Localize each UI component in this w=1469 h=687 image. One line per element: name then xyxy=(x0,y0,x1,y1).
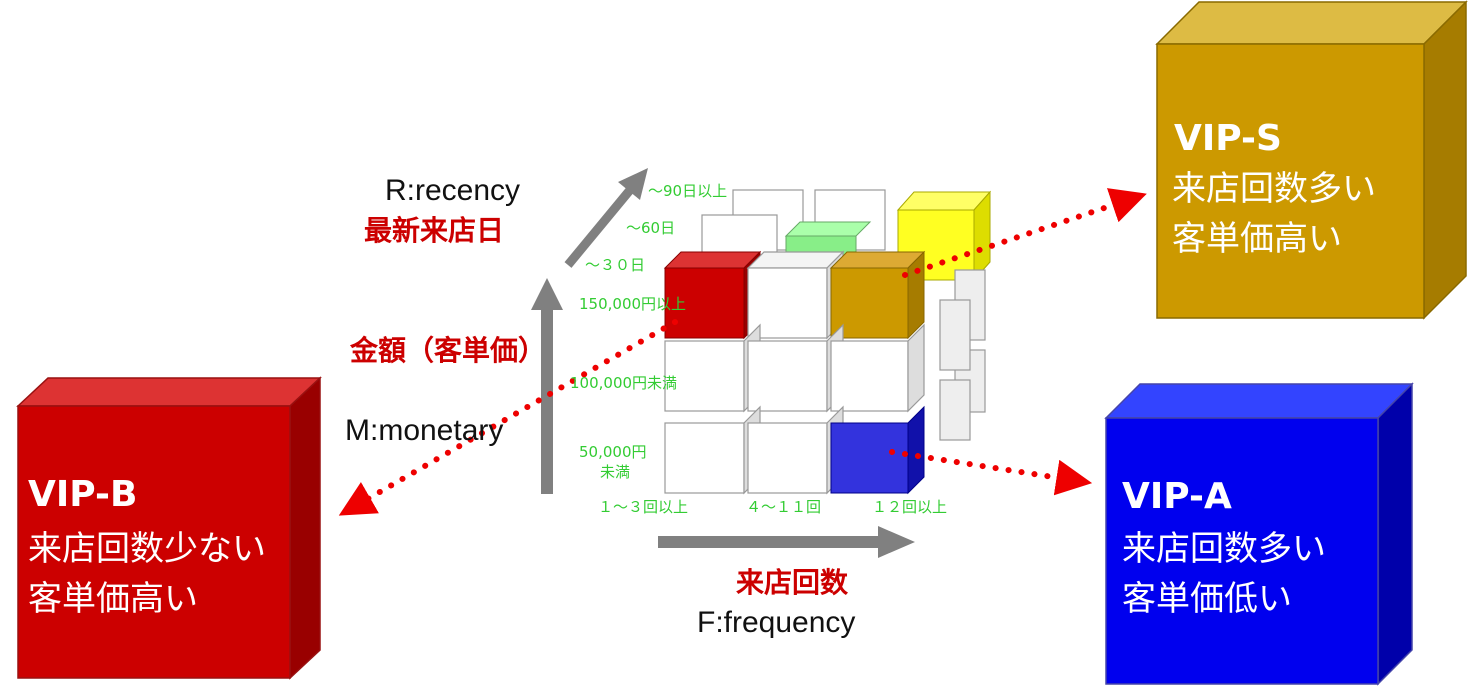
vip-s-title: VIP-S xyxy=(1174,118,1282,159)
vip-s-line1: 来店回数多い xyxy=(1172,169,1376,209)
recency-tick-30: ～３０日 xyxy=(585,256,645,274)
vip-s-line2: 客単価高い xyxy=(1172,219,1342,259)
frequency-tick-1-3: １～３回以上 xyxy=(598,498,688,516)
cube-cell-yellow xyxy=(896,190,992,282)
monetary-tick-100000: 100,000円未満 xyxy=(570,374,677,392)
recency-tick-60: ～60日 xyxy=(626,219,675,237)
frequency-tick-4-11: ４～１１回 xyxy=(746,498,821,516)
dotted-arrow-to-vip-b xyxy=(338,319,678,516)
cube-cell-gold xyxy=(829,250,926,340)
monetary-tick-150000: 150,000円以上 xyxy=(579,295,686,313)
recency-label-jp: 最新来店日 xyxy=(364,214,504,247)
cube-cell-blue xyxy=(830,405,925,495)
monetary-tick-50000: 50,000円 xyxy=(579,443,647,461)
frequency-label-jp: 来店回数 xyxy=(736,566,849,599)
vip-s-box: VIP-S 来店回数多い 客単価高い xyxy=(1155,0,1468,320)
vip-b-box: VIP-B 来店回数少ない 客単価高い xyxy=(16,376,322,680)
rfm-cube xyxy=(663,189,992,495)
frequency-label-en: F:frequency xyxy=(697,606,855,639)
monetary-arrow xyxy=(531,278,563,494)
vip-a-title: VIP-A xyxy=(1122,476,1232,517)
frequency-tick-12: １２回以上 xyxy=(872,498,947,516)
recency-arrow xyxy=(564,168,648,268)
vip-b-line1: 来店回数少ない xyxy=(28,529,266,569)
recency-tick-90: ～90日以上 xyxy=(648,182,727,200)
vip-a-line2: 客単価低い xyxy=(1122,579,1292,619)
monetary-label-jp: 金額（客単価） xyxy=(349,334,546,367)
vip-b-title: VIP-B xyxy=(28,474,137,515)
vip-b-line2: 客単価高い xyxy=(28,579,198,619)
vip-a-line1: 来店回数多い xyxy=(1122,529,1326,569)
frequency-arrow xyxy=(658,526,915,558)
vip-a-box: VIP-A 来店回数多い 客単価低い xyxy=(1104,382,1414,686)
dotted-arrow-to-vip-s xyxy=(902,188,1147,278)
monetary-tick-50000-suffix: 未満 xyxy=(600,463,630,481)
recency-label-en: R:recency xyxy=(385,174,520,207)
monetary-label-en: M:monetary xyxy=(345,414,503,447)
